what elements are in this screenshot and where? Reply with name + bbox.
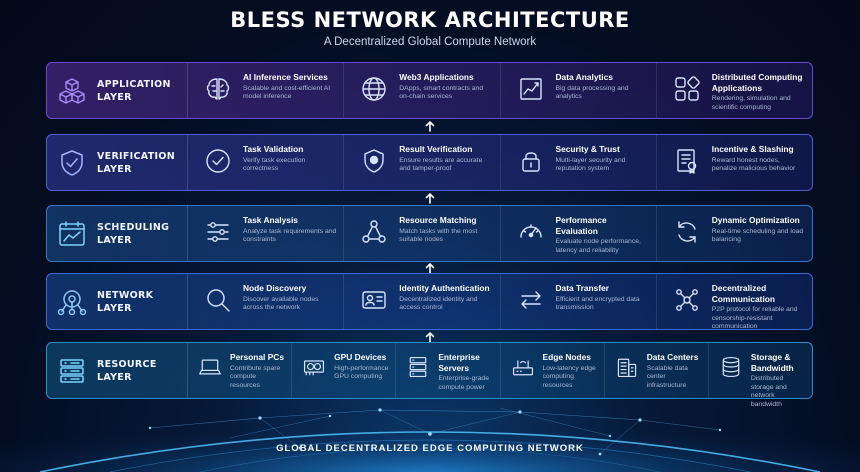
node-graph-icon — [362, 220, 386, 243]
cubes-icon — [59, 77, 85, 104]
brain-icon — [206, 78, 230, 100]
gpu-icon — [304, 360, 325, 376]
gauge-icon — [519, 224, 542, 238]
modules-icon — [675, 76, 700, 101]
building-icon — [617, 358, 636, 378]
transfer-arrows-icon — [520, 291, 541, 309]
laptop-icon — [199, 359, 221, 375]
check-circle-icon — [206, 149, 230, 173]
calendar-chart-icon — [59, 220, 85, 246]
router-icon — [512, 360, 533, 376]
shield-icon — [364, 149, 384, 173]
analytics-chart-icon — [519, 78, 542, 100]
arrow-up-icon — [425, 331, 435, 343]
globe-icon — [362, 77, 386, 101]
shield-check-icon — [61, 149, 83, 176]
network-nodes-icon — [57, 289, 87, 315]
mesh-network-icon — [675, 289, 698, 311]
database-icon — [722, 356, 740, 378]
search-icon — [207, 289, 230, 312]
id-card-icon — [362, 291, 386, 309]
arrow-up-icon — [425, 262, 435, 274]
arrow-up-icon — [425, 120, 435, 132]
server-icon — [410, 356, 427, 378]
sliders-icon — [207, 222, 229, 242]
page-title: BLESS NETWORK ARCHITECTURE — [230, 8, 630, 32]
footer-caption: GLOBAL DECENTRALIZED EDGE COMPUTING NETW… — [276, 443, 584, 454]
globe-network-illustration — [0, 398, 860, 472]
lock-icon — [521, 152, 540, 172]
certificate-icon — [677, 149, 696, 174]
arrow-up-icon — [425, 192, 435, 204]
refresh-icon — [678, 221, 696, 243]
server-rack-icon — [60, 358, 84, 383]
page-subtitle: A Decentralized Global Compute Network — [323, 36, 537, 48]
